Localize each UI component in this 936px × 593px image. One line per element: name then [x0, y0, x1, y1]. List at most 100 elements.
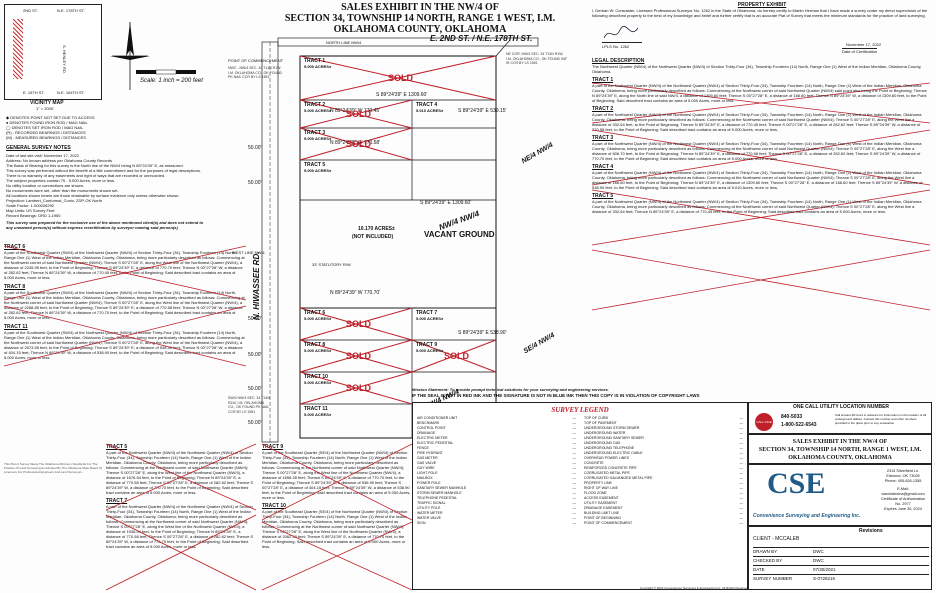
- one-call-note: Call at least 48 hours in advance for in…: [835, 413, 927, 425]
- symbol-item: (R) - RECORDED BEARINGS / DISTANCES: [6, 130, 86, 135]
- legend-item: GAS METER—: [417, 456, 576, 461]
- not-included: (NOT INCLUDED): [352, 234, 394, 240]
- legend-symbol-icon: —: [572, 451, 577, 455]
- map-tract-name: TRACT 9: [416, 342, 438, 348]
- bearing-label: S 89°24'39" E 1309.60': [420, 200, 472, 206]
- legend-item: UTILITY POLE—: [417, 506, 576, 511]
- legend-item: GAS VALVE—: [417, 461, 576, 466]
- vicinity-hatch: [13, 19, 23, 79]
- legend-symbol-icon: —: [572, 456, 577, 460]
- symbol-item: ◯ DENOTES SET IRON ROD / MAG NAIL: [6, 125, 84, 130]
- legend-symbol-icon: —: [572, 496, 577, 500]
- legend-item: TELEPHONE PEDESTAL—: [417, 496, 576, 501]
- legend-symbol-icon: —: [572, 416, 577, 420]
- title-line-1: SALES EXHIBIT IN THE NW/4 OF: [341, 2, 499, 13]
- scale-label: Scale: 1 inch = 200 feet: [140, 78, 203, 84]
- one-call-block: ONE CALL UTILITY LOCATION NUMBER CALL OK…: [748, 402, 932, 434]
- legend-symbol-icon: —: [739, 441, 744, 445]
- vicinity-scale: 1" = 2000': [36, 106, 54, 111]
- revision-value: 07/30/2021: [813, 567, 836, 572]
- tract-description-text: A part of the Southeast Quarter (SE/4) o…: [262, 509, 408, 549]
- legend-label: ACCESS EASEMENT: [584, 496, 619, 500]
- legend-label: UNDERGROUND SANITARY SEWER: [584, 436, 644, 440]
- mission-statement: Mission Statement: To provide prompt tec…: [412, 387, 609, 392]
- legend-label: CORRUGATED GALVANIZED METAL PIPE: [584, 476, 653, 480]
- sold-x-line: [299, 99, 413, 129]
- title-block-line-1: SALES EXHIBIT IN THE NW/4 OF: [792, 439, 888, 445]
- legend-symbol-icon: —: [572, 521, 577, 525]
- legend-item: SANITARY SEWER MANHOLE—: [417, 486, 576, 491]
- legend-label: GAS VALVE: [417, 461, 437, 465]
- signature: [602, 24, 642, 43]
- legend-symbol-icon: —: [739, 461, 744, 465]
- tract-lines: [300, 55, 496, 439]
- company-block: CSE Convenience Surveying and Engineerin…: [748, 464, 932, 526]
- legal-tract-title: TRACT 2: [592, 106, 614, 112]
- legend-item: UNDERGROUND STORM SEWER—: [584, 426, 743, 431]
- legend-label: SIGN: [417, 521, 426, 525]
- legend-item: CORRUGATED GALVANIZED METAL PIPE—: [584, 476, 743, 481]
- one-call-phone-2: 1-800-522-6543: [781, 422, 817, 428]
- company-cert-no: No. 2977: [895, 502, 911, 506]
- bearing-label: N 89°24'39" W 770.70': [330, 290, 381, 296]
- survey-legend: SURVEY LEGEND AIR CONDITIONER UNIT—BENCH…: [412, 402, 748, 590]
- note-item: No utility location or connections are s…: [6, 183, 85, 188]
- legal-intro: The Northwest Quarter (NW/4) of the Nort…: [592, 64, 922, 74]
- vicinity-map: 2ND ST. N.E. 178TH ST. E. 15TH ST. N.E. …: [4, 4, 102, 100]
- legend-symbol-icon: —: [572, 516, 577, 520]
- legend-symbol-icon: —: [739, 511, 744, 515]
- symbol-text: DENOTES FOUND IRON ROD / MAG NAIL: [9, 120, 88, 125]
- center-acres: 10.170 ACRES±: [358, 226, 395, 232]
- statutory-label: 33' STATUTORY R/W: [312, 262, 351, 267]
- legend-item: UNDERGROUND WATER—: [584, 431, 743, 436]
- legend-symbol-icon: —: [739, 516, 744, 520]
- legend-item: POINT OF BEGINNING —: [584, 516, 743, 521]
- symbol-text: DENOTES POINT NOT SET DUE TO ACCESS: [10, 115, 95, 120]
- legend-item: CORRUGATED METAL PIPE—: [584, 471, 743, 476]
- dim-50-6: 50.00': [248, 420, 262, 426]
- note-item: Projection: Lambert_Conformal_Conic, ZDP…: [6, 198, 103, 203]
- legend-label: LIGHT POLE: [417, 471, 438, 475]
- tract-description-title: TRACT 11: [4, 324, 28, 330]
- legend-item: PROPERTY LINE—: [584, 481, 743, 486]
- monument-sw: SW/4 NW/4 SEC. 34 T14N R1W, I.M. OKLAHOM…: [228, 396, 270, 414]
- legend-item: POINT OF COMMENCEMENT—: [584, 521, 743, 526]
- legal-tract-text: A part of the Northwest Quarter (NW/4) o…: [592, 170, 923, 190]
- fine-print: This Plat of Survey Meets The Oklahoma M…: [4, 462, 102, 474]
- note-item: No monuments were set, other than the mo…: [6, 188, 119, 193]
- legend-symbol-icon: —: [739, 456, 744, 460]
- bearing-label: N 89°24'39" W 770.58': [330, 140, 381, 146]
- legend-item: ELECTRIC METER—: [417, 436, 576, 441]
- tract-description-title: TRACT 7: [106, 498, 128, 504]
- legend-symbol-icon: —: [572, 431, 577, 435]
- legend-label: UNDERGROUND STORM SEWER: [584, 426, 640, 430]
- legend-label: TOP OF CURB: [584, 416, 608, 420]
- sold-x-line: [299, 127, 413, 161]
- legal-tract-text: A part of the Northwest Quarter (NW/4) o…: [592, 199, 922, 214]
- legend-item: MAILBOX—: [417, 476, 576, 481]
- legal-heading: LEGAL DESCRIPTION: [592, 58, 645, 64]
- legend-item: WATER METER—: [417, 511, 576, 516]
- legend-label: REINFORCED CONCRETE PIPE: [584, 466, 637, 470]
- legal-tract-title: TRACT 5: [592, 193, 614, 199]
- sold-label: SOLD: [388, 73, 414, 83]
- legend-item: OVERHEAD POWER LINES —: [584, 456, 743, 461]
- title-line-2: SECTION 34, TOWNSHIP 14 NORTH, RANGE 1 W…: [284, 13, 556, 24]
- legend-item: REINFORCED CONCRETE PIPE—: [584, 466, 743, 471]
- legal-tract-text: A part of the Northwest Quarter (NW/4) o…: [592, 141, 922, 161]
- certificate-heading: PROPERTY EXHIBIT: [737, 2, 787, 8]
- street-top-label: E. 2ND ST. / N.E. 178TH ST.: [430, 34, 533, 43]
- legend-label: POINT OF BEGINNING: [584, 516, 622, 520]
- legend-symbol-icon: —: [739, 491, 744, 495]
- legend-label: SANITARY SEWER MANHOLE: [417, 486, 467, 490]
- legend-label: OVERHEAD POWER LINES: [584, 456, 629, 460]
